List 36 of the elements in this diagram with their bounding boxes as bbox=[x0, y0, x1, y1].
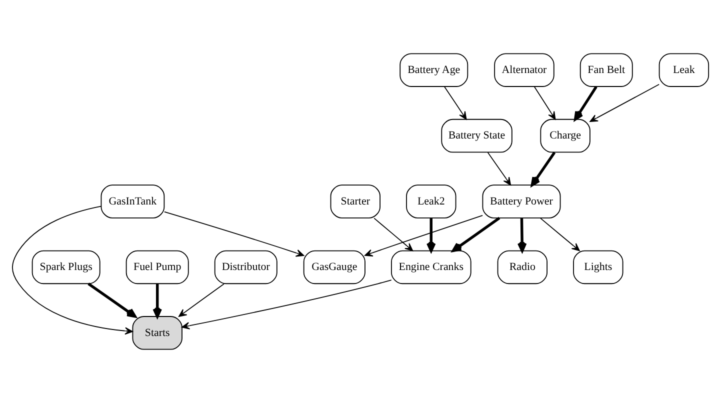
node-box: Starts bbox=[132, 316, 182, 350]
node-box: Starter bbox=[330, 184, 380, 218]
node-box: GasInTank bbox=[100, 184, 165, 218]
node-box: Distributor bbox=[214, 250, 278, 284]
node-box: GasGauge bbox=[303, 250, 366, 284]
node-box: Leak2 bbox=[406, 184, 456, 218]
arrow bbox=[540, 218, 580, 252]
arrow bbox=[487, 152, 512, 186]
node-box: Battery State bbox=[441, 118, 512, 153]
arrow bbox=[426, 218, 436, 252]
arrow bbox=[374, 218, 414, 252]
node-box: Engine Cranks bbox=[390, 250, 472, 284]
node-box: Alternator bbox=[494, 53, 554, 87]
node-box: Battery Power bbox=[482, 184, 561, 218]
arrow bbox=[12, 206, 133, 335]
arrow bbox=[364, 214, 483, 257]
node-box: Spark Plugs bbox=[32, 250, 100, 284]
arrow bbox=[152, 284, 162, 318]
node-box: Lights bbox=[573, 250, 624, 284]
node-box: Fuel Pump bbox=[126, 250, 189, 284]
arrow bbox=[590, 84, 660, 122]
node-box: Fan Belt bbox=[580, 53, 633, 87]
arrow bbox=[444, 86, 467, 120]
arrow bbox=[88, 282, 136, 318]
node-box: Charge bbox=[540, 118, 590, 153]
arrow bbox=[164, 211, 304, 257]
arrow bbox=[182, 280, 392, 330]
arrow bbox=[534, 86, 556, 120]
node-box: Radio bbox=[497, 250, 548, 284]
arrow bbox=[530, 152, 556, 186]
arrow bbox=[517, 218, 527, 252]
arrow bbox=[178, 283, 224, 317]
arrow bbox=[452, 216, 500, 252]
node-box: Battery Age bbox=[400, 53, 468, 87]
node-box: Leak bbox=[658, 53, 710, 87]
arrow bbox=[574, 86, 598, 121]
